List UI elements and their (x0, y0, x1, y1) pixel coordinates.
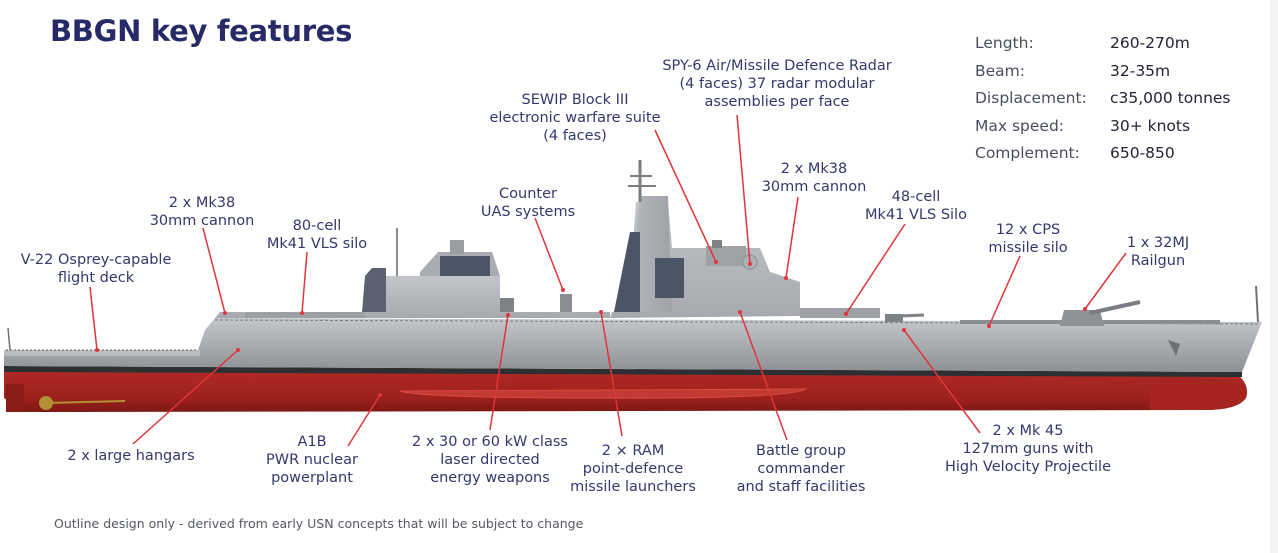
label-spy6-radar: SPY-6 Air/Missile Defence Radar(4 faces)… (662, 58, 892, 110)
hull-topside (4, 318, 1262, 372)
edge-strip (1270, 0, 1278, 553)
spec-value: 650-850 (1110, 144, 1175, 162)
spec-value: 32-35m (1110, 61, 1171, 80)
bulbous-bow (1150, 377, 1248, 410)
spec-value: 30+ knots (1110, 116, 1191, 135)
flight-deck (4, 350, 200, 356)
leader-lines (89, 114, 1127, 447)
hangar-block (215, 276, 610, 318)
spec-label: Complement: (975, 144, 1080, 162)
spec-label: Beam: (975, 61, 1025, 80)
page-title: BBGN key features (50, 14, 353, 48)
waterline-band (4, 366, 1242, 377)
label-hangars: 2 x large hangars (67, 448, 195, 464)
leader-dots (95, 260, 1087, 397)
spec-value: c35,000 tonnes (1110, 89, 1231, 107)
spec-value: 260-270m (1110, 34, 1190, 52)
spec-label: Max speed: (975, 116, 1065, 135)
footer-note: Outline design only - derived from early… (54, 516, 584, 531)
spy6-radar-face (614, 232, 640, 312)
spec-label: Length: (975, 34, 1034, 52)
vls-48-block (800, 308, 880, 318)
spec-label: Displacement: (975, 89, 1087, 107)
